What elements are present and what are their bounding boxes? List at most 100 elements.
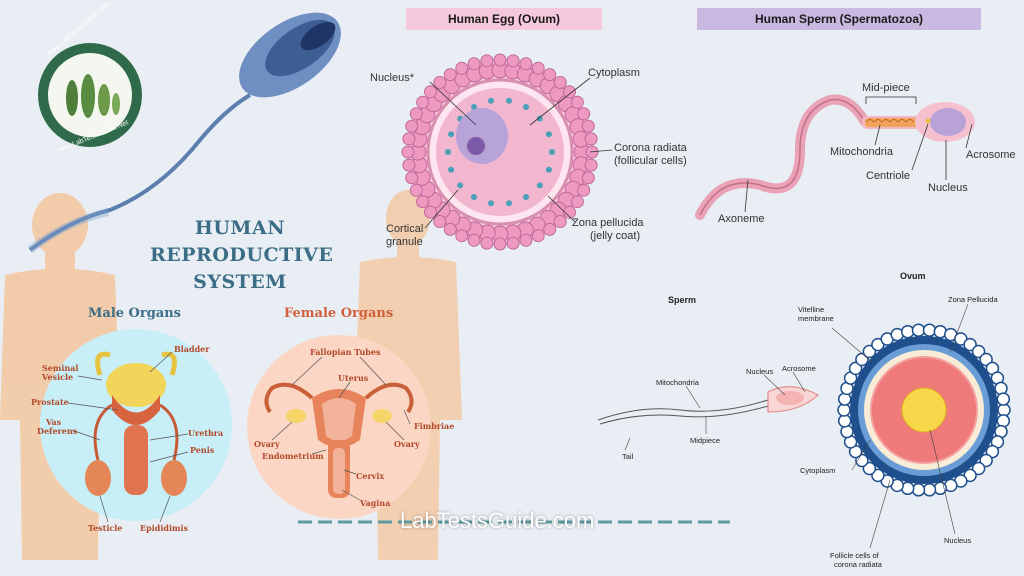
- corona-cell: [480, 236, 494, 250]
- male-heading: Male Organs: [88, 306, 182, 321]
- large-sperm-illustration: [27, 12, 341, 254]
- small-label-nucleus: Nucleus: [746, 367, 774, 376]
- male-label-penis: Penis: [190, 445, 215, 455]
- cortical-granule: [523, 194, 529, 200]
- main-title: HUMAN REPRODUCTIVE SYSTEM: [150, 215, 334, 296]
- female-label-endometrium: Endometrium: [262, 451, 324, 461]
- female-label-fallopian: Fallopian Tubes: [310, 347, 381, 357]
- male-label-testicle: Testicle: [88, 523, 123, 533]
- corona-cell: [543, 222, 557, 236]
- site-logo: [38, 43, 142, 147]
- follicle-cell: [979, 352, 993, 367]
- sperm-header: Human Sperm (Spermatozoa): [697, 8, 981, 30]
- sperm-label-midpiece: Mid-piece: [862, 82, 910, 94]
- corona-cell: [402, 158, 416, 172]
- small-label-vitelline-sub: membrane: [798, 314, 834, 323]
- cortical-granule: [457, 182, 464, 189]
- cortical-granule: [506, 97, 512, 104]
- corona-cell: [467, 233, 481, 247]
- cortical-granule: [536, 115, 543, 122]
- cortical-granule: [488, 200, 494, 207]
- follicle-cell: [996, 392, 1011, 406]
- female-organs-diagram: [247, 335, 431, 519]
- male-label-seminal-sub: Vesicle: [42, 372, 74, 382]
- corona-cell: [409, 183, 423, 197]
- follicle-cell: [922, 323, 937, 337]
- small-label-mitochondria: Mitochondria: [656, 378, 699, 387]
- cortical-granule: [506, 200, 512, 207]
- corona-cell: [577, 183, 591, 197]
- small-label-acrosome: Acrosome: [782, 364, 816, 373]
- small-label-zona: Zona Pellucida: [948, 295, 998, 304]
- corona-cell: [584, 132, 598, 146]
- follicle-cell: [996, 414, 1011, 428]
- corona-cell: [553, 76, 567, 89]
- egg-label-zona-sub: (jelly coat): [590, 230, 641, 242]
- egg-label-cortical-sub: granule: [386, 236, 423, 248]
- corona-cell: [467, 57, 481, 71]
- sperm-leader-lines: [744, 96, 973, 213]
- small-label-tail: Tail: [622, 452, 634, 461]
- title-line-2: REPRODUCTIVE: [150, 244, 334, 266]
- cortical-granule: [488, 97, 494, 104]
- female-label-vagina: Vagina: [360, 498, 391, 508]
- corona-cell: [563, 85, 576, 99]
- small-label-cytoplasm: Cytoplasm: [800, 466, 836, 475]
- male-label-prostate: Prostate: [31, 397, 69, 407]
- corona-cell: [409, 107, 423, 121]
- corona-cell: [416, 195, 430, 209]
- cortical-granule: [536, 182, 543, 189]
- sperm-label-centriole: Centriole: [866, 170, 911, 182]
- follicle-cell: [985, 444, 1000, 459]
- title-line-3: SYSTEM: [193, 271, 287, 293]
- follicle-cell: [922, 483, 937, 497]
- small-label-ovum-nucleus: Nucleus: [944, 536, 972, 545]
- follicle-cell: [840, 424, 854, 439]
- female-label-ovary-right: Ovary: [394, 439, 420, 449]
- follicle-cell: [900, 324, 915, 339]
- male-label-bladder: Bladder: [174, 344, 210, 354]
- title-line-1: HUMAN: [194, 217, 286, 239]
- cortical-granule: [471, 194, 477, 200]
- corona-cell: [531, 61, 545, 75]
- sperm-label-axoneme: Axoneme: [718, 213, 765, 225]
- corona-cell: [416, 95, 430, 109]
- egg-label-nucleus: Nucleus*: [370, 72, 415, 84]
- corona-cell: [570, 95, 584, 109]
- male-label-urethra: Urethra: [188, 428, 224, 438]
- corona-cell: [570, 195, 584, 209]
- corona-cell: [531, 229, 545, 243]
- small-ovum-diagram: [837, 323, 1011, 497]
- cortical-granule: [545, 131, 552, 138]
- egg-label-corona: Corona radiata: [614, 142, 687, 154]
- watermark: LabTestsGuide.com: [400, 508, 595, 533]
- egg-label-cytoplasm: Cytoplasm: [588, 67, 640, 79]
- corona-cell: [433, 76, 447, 89]
- corona-cell: [584, 158, 598, 172]
- corona-cell: [493, 237, 507, 251]
- follicle-cell: [933, 481, 948, 496]
- corona-cell: [455, 229, 469, 243]
- small-sperm-leaders: [624, 371, 806, 451]
- corona-cell: [493, 53, 507, 67]
- corona-cell: [581, 119, 595, 133]
- small-sperm-diagram: [597, 386, 820, 425]
- cortical-granule: [448, 131, 455, 138]
- male-leaders: [67, 351, 189, 523]
- male-label-vas-sub: Deferens: [37, 426, 78, 436]
- small-label-vitelline: Vitelline: [798, 305, 825, 314]
- corona-cell: [519, 233, 533, 247]
- female-label-fimbriae: Fimbriae: [414, 421, 455, 431]
- follicle-cell: [911, 323, 926, 337]
- egg-label-zona: Zona pellucida: [572, 217, 644, 229]
- sperm-label-mitochondria: Mitochondria: [830, 146, 893, 158]
- corona-cell: [480, 54, 494, 68]
- corona-cell: [563, 205, 576, 219]
- female-label-cervix: Cervix: [356, 471, 385, 481]
- female-label-ovary-left: Ovary: [254, 439, 280, 449]
- male-label-vas: Vas: [46, 417, 62, 427]
- egg-label-corona-sub: (follicular cells): [614, 155, 687, 167]
- corona-cell: [577, 107, 591, 121]
- corona-cell: [543, 68, 557, 82]
